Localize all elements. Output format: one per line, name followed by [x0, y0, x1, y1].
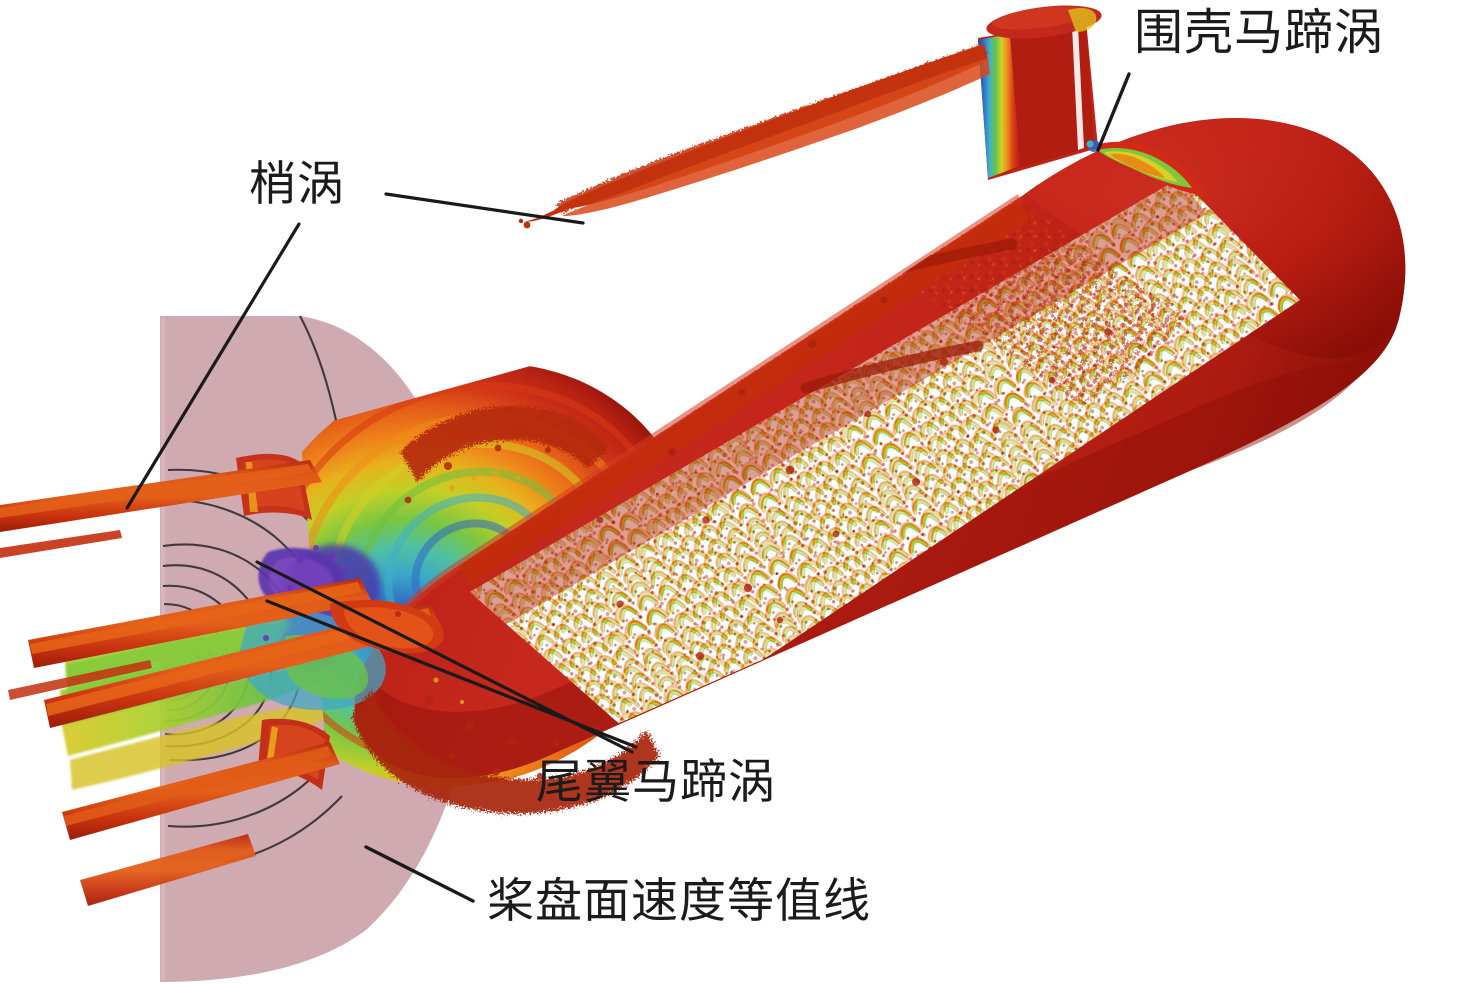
- label-propeller-disk-velocity-contours: 桨盘面速度等值线: [487, 876, 871, 928]
- label-sail-horseshoe-vortex: 围壳马蹄涡: [1134, 5, 1385, 60]
- sail-plane-tip-vortex: [518, 44, 990, 229]
- annotation-leader-lines: [125, 72, 1131, 903]
- leader-tip-vortex-a: [384, 192, 585, 225]
- leader-sail-horseshoe: [1096, 72, 1131, 152]
- leader-tip-vortex-b: [125, 222, 301, 510]
- sail-conning-tower: [978, 5, 1102, 180]
- tip-vortex-tubes: [0, 460, 444, 906]
- label-stern-fin-horseshoe-vortex: 尾翼马蹄涡: [536, 757, 776, 809]
- stern-vortex-speckles: [395, 444, 600, 780]
- leader-disk-contours: [364, 845, 475, 903]
- stern-turbulent-fringe: [352, 405, 660, 814]
- label-tip-vortex: 梢涡: [249, 159, 345, 211]
- leader-stern-fin-b: [265, 599, 638, 749]
- sail-horseshoe-vortex: [1086, 140, 1206, 196]
